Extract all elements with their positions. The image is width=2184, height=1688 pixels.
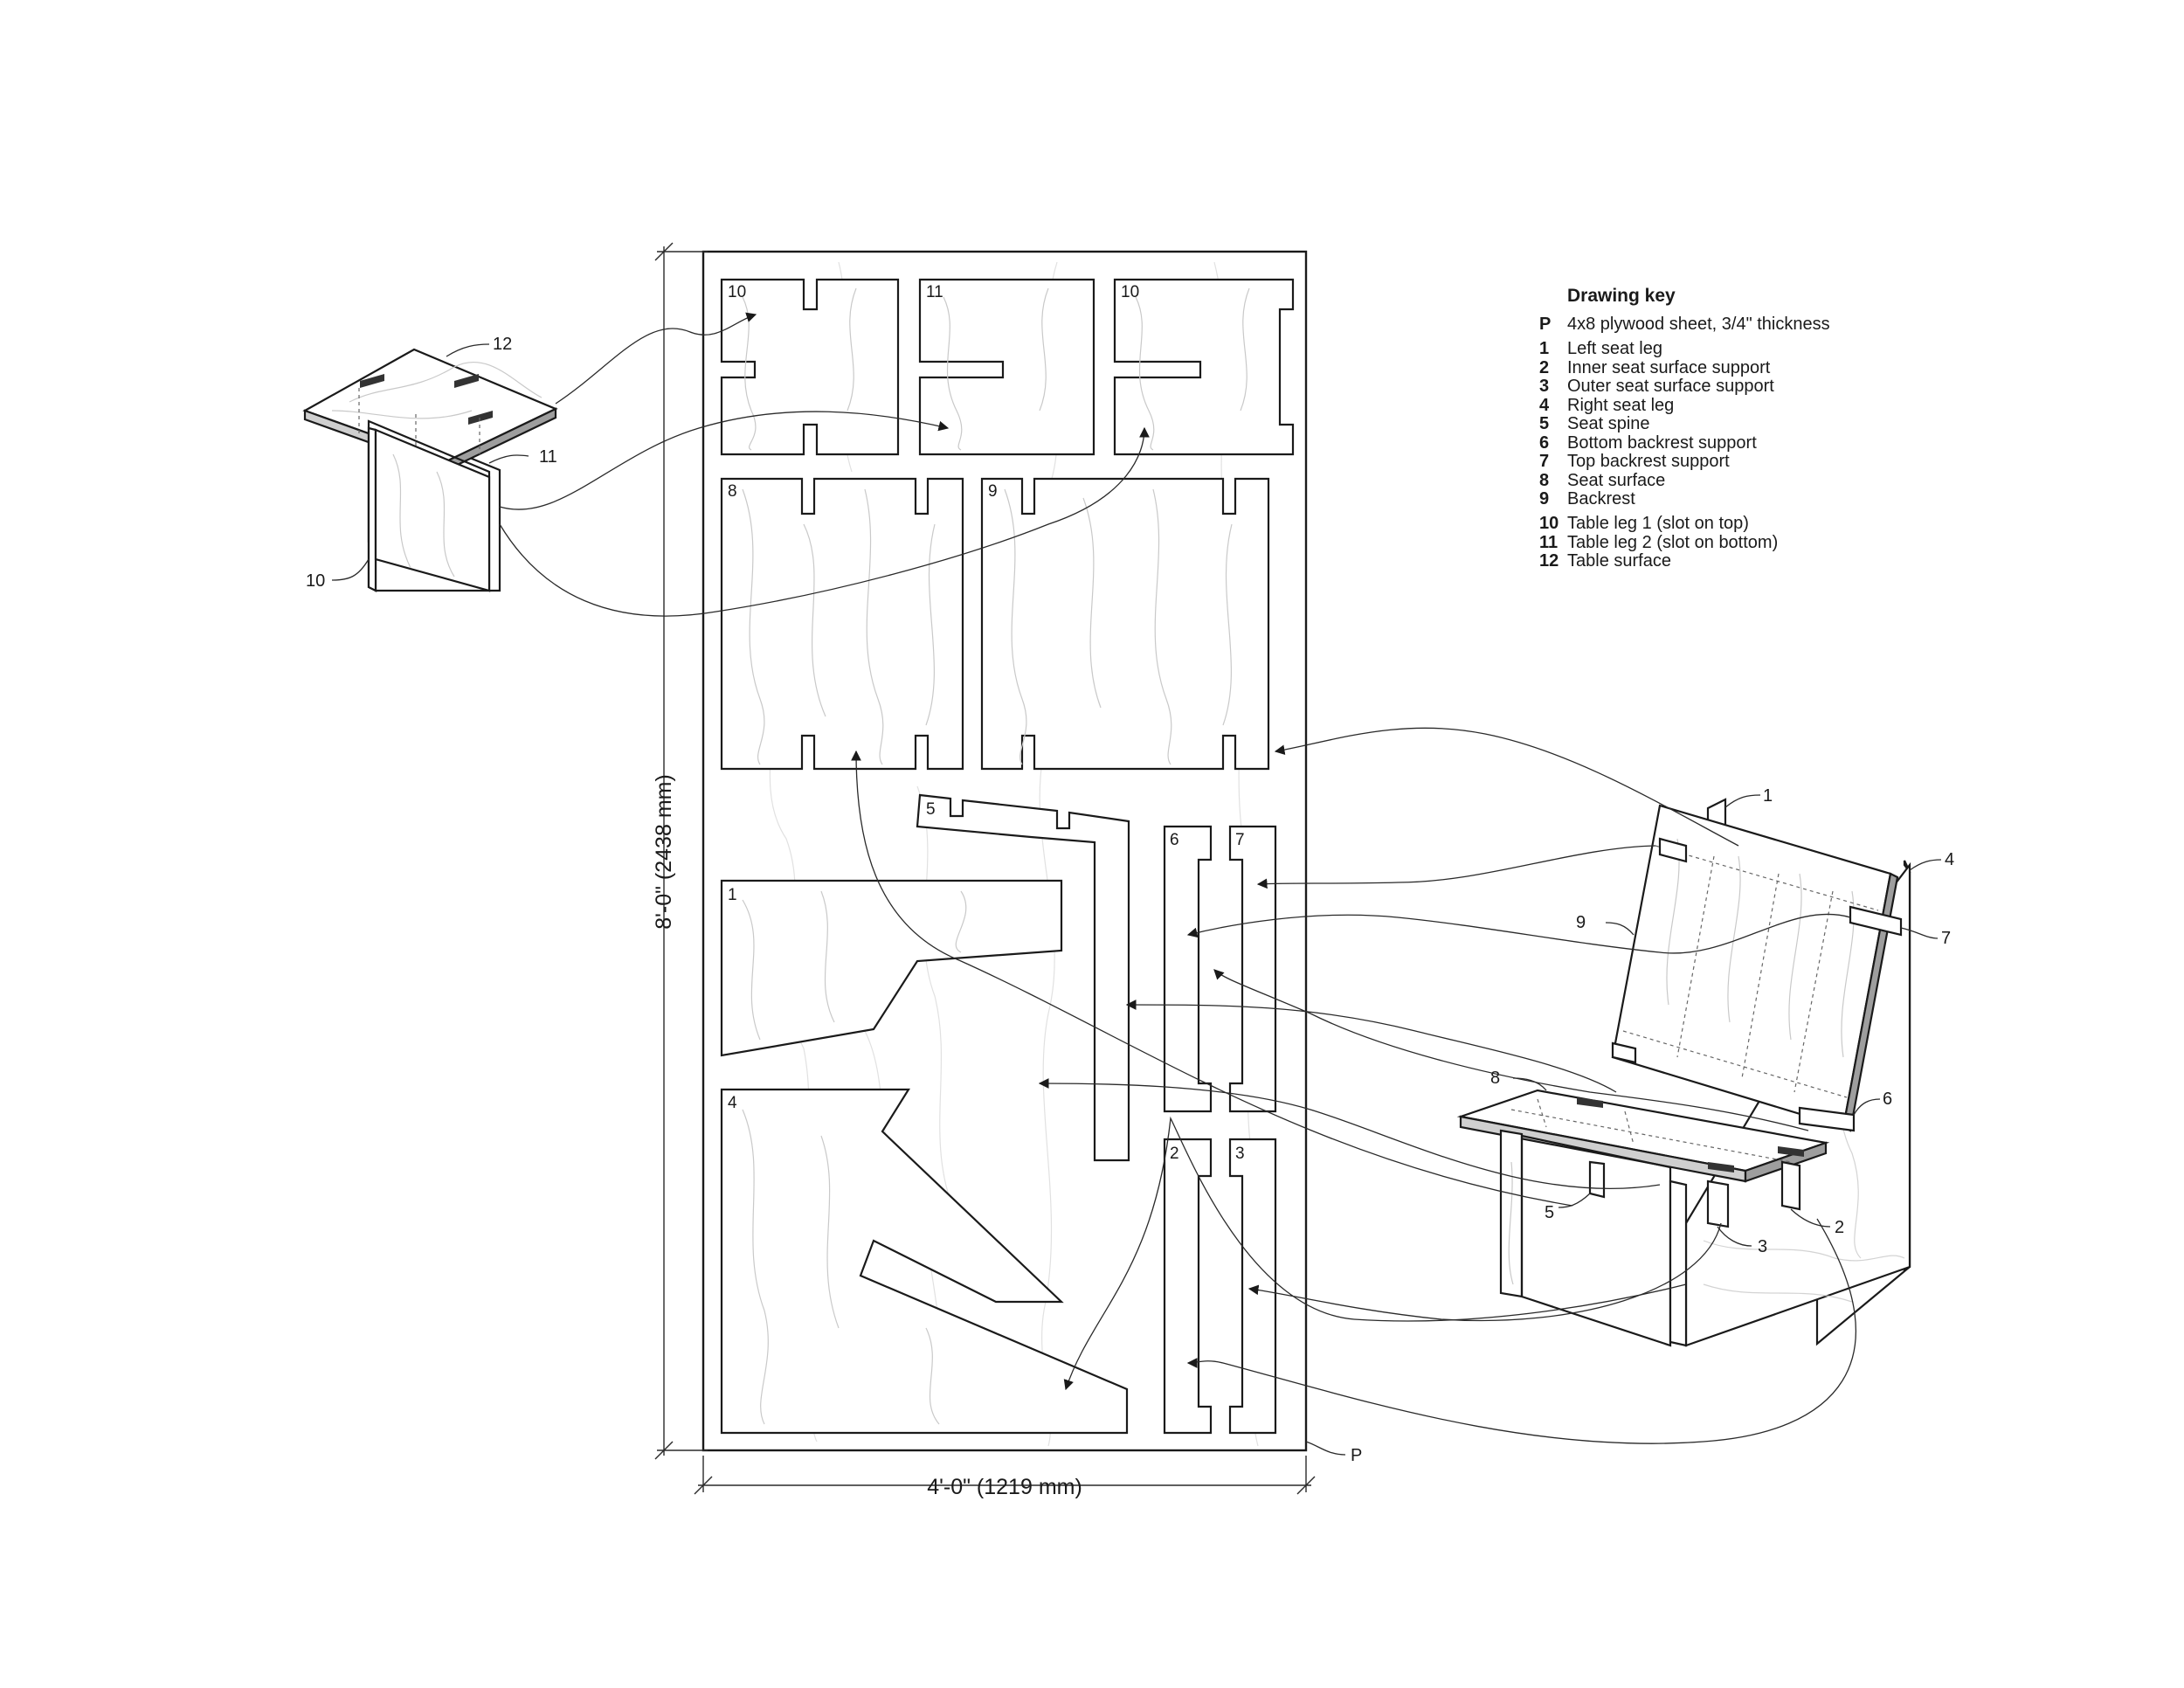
key-text: Inner seat surface support <box>1567 358 1771 377</box>
key-text: Seat surface <box>1567 471 1665 490</box>
key-code: 3 <box>1539 377 1549 396</box>
key-code: 5 <box>1539 414 1549 433</box>
sheet-callout-p: P <box>1351 1446 1362 1465</box>
key-text: Table surface <box>1567 551 1671 571</box>
chair-callout-4: 4 <box>1945 850 1954 869</box>
table-callout-12: 12 <box>493 335 512 354</box>
sheet-part-label: 6 <box>1170 831 1179 849</box>
sheet-part-label: 8 <box>728 482 737 501</box>
key-text: Backrest <box>1567 489 1635 508</box>
sheet-part-5: 5 <box>916 793 1130 1162</box>
chair-callout-5: 5 <box>1545 1203 1554 1222</box>
key-code: 2 <box>1539 358 1549 377</box>
sheet-part-8: 8 <box>720 477 964 771</box>
chair-callout-3: 3 <box>1758 1237 1767 1256</box>
key-text: Outer seat surface support <box>1567 377 1774 396</box>
width-dimension: 4'-0" (1219 mm) <box>694 1456 1316 1499</box>
table-callout-10: 10 <box>306 571 325 591</box>
sheet-part-4: 4 <box>720 1088 1129 1435</box>
sheet-part-2: 2 <box>1163 1138 1213 1435</box>
key-text: Table leg 2 (slot on bottom) <box>1567 533 1778 552</box>
key-text: Table leg 1 (slot on top) <box>1567 514 1749 533</box>
sheet-part-label: 3 <box>1235 1145 1245 1163</box>
chair-callout-1: 1 <box>1763 786 1773 806</box>
key-text: Top backrest support <box>1567 452 1730 471</box>
sheet-part-label: 7 <box>1235 831 1245 849</box>
chair-callout-9: 9 <box>1576 913 1586 932</box>
height-label: 8'-0" (2438 mm) <box>652 774 676 930</box>
sheet-part-label: 1 <box>728 886 737 904</box>
sheet-part-label: 11 <box>926 283 943 301</box>
key-text: Bottom backrest support <box>1567 433 1757 453</box>
key-code: 10 <box>1539 514 1559 533</box>
sheet-part-label: 2 <box>1170 1145 1179 1163</box>
table-isometric: 12 11 10 <box>302 335 558 592</box>
key-code: 1 <box>1539 339 1549 358</box>
sheet-part-11: 11 <box>918 278 1095 456</box>
sheet-part-1: 1 <box>720 879 1063 1057</box>
sheet-part-9: 9 <box>980 477 1270 771</box>
key-code: 6 <box>1539 433 1549 453</box>
sheet-part-6: 6 <box>1163 825 1213 1113</box>
chair-callout-2: 2 <box>1835 1218 1844 1237</box>
chair-callout-6: 6 <box>1883 1090 1892 1109</box>
height-dimension: 8'-0" (2438 mm) <box>652 242 708 1460</box>
key-text: Right seat leg <box>1567 396 1674 415</box>
key-code: 11 <box>1539 533 1558 552</box>
sheet-part-label: 10 <box>1121 283 1139 301</box>
chair-callout-7: 7 <box>1941 929 1951 948</box>
key-code: P <box>1539 315 1551 334</box>
sheet-part-10-right: 10 <box>1113 278 1295 456</box>
sheet-part-10-left: 10 <box>720 278 900 456</box>
sheet-part-label: 4 <box>728 1094 737 1112</box>
sheet-part-label: 9 <box>988 482 998 501</box>
key-title: Drawing key <box>1567 286 1676 306</box>
key-code: 4 <box>1539 396 1550 415</box>
connector-lines <box>499 312 1856 1444</box>
key-text: Seat spine <box>1567 414 1650 433</box>
sheet-part-label: 10 <box>728 283 746 301</box>
key-code: 9 <box>1539 489 1549 508</box>
sheet-part-label: 5 <box>926 800 936 819</box>
plywood-sheet: 10 11 10 8 <box>702 250 1362 1465</box>
key-code: 8 <box>1539 471 1549 490</box>
table-callout-11: 11 <box>539 447 557 467</box>
chair-isometric: 1 4 9 7 8 6 5 3 2 <box>1456 786 1954 1347</box>
width-label: 4'-0" (1219 mm) <box>927 1475 1082 1499</box>
drawing-key: Drawing key P 4x8 plywood sheet, 3/4" th… <box>1539 286 1830 571</box>
key-code: 12 <box>1539 551 1559 571</box>
key-code: 7 <box>1539 452 1549 471</box>
key-text: 4x8 plywood sheet, 3/4" thickness <box>1567 315 1830 334</box>
key-items: P 4x8 plywood sheet, 3/4" thickness 1 Le… <box>1539 315 1830 571</box>
key-text: Left seat leg <box>1567 339 1662 358</box>
sheet-part-7: 7 <box>1228 825 1277 1113</box>
chair-callout-8: 8 <box>1490 1069 1500 1088</box>
